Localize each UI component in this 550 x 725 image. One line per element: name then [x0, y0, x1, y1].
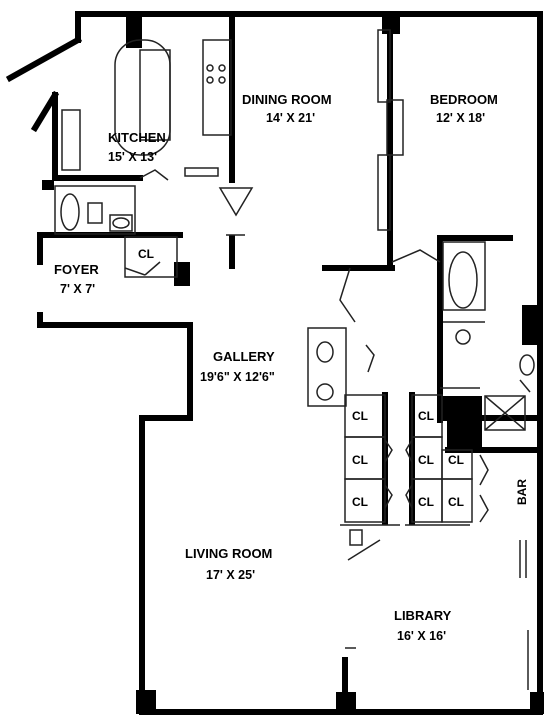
dining-window-1	[377, 29, 391, 103]
dining-room-dims: 14' X 21'	[266, 111, 315, 125]
closet-label-mid-1: CL	[418, 409, 434, 423]
dining-window-3	[377, 154, 391, 231]
wall-gallery-notch	[37, 312, 193, 421]
gallery-door-swing	[339, 267, 356, 323]
wall-entry-angle	[5, 35, 83, 133]
powder-room	[54, 185, 136, 235]
closet-label-foyer: CL	[138, 247, 154, 261]
closet-labels: CL CL CL CL CL CL CL CL CL CL	[138, 247, 471, 509]
closet-label-gallery-2: CL	[352, 453, 368, 467]
dining-door-swing	[218, 187, 254, 217]
kitchen-counter	[139, 49, 171, 141]
foyer-closet	[124, 236, 178, 278]
powder-tub	[60, 193, 80, 231]
closet-label-mid-3: CL	[418, 495, 434, 509]
living-room-name: LIVING ROOM	[185, 546, 272, 561]
bedroom-dims: 12' X 18'	[436, 111, 485, 125]
columns	[42, 12, 544, 714]
closet-label-mid-2: CL	[418, 453, 434, 467]
bath-tub	[448, 251, 478, 309]
dining-window-2	[386, 99, 404, 156]
closet-label-bath: CL	[455, 399, 471, 413]
closet-label-right-1: CL	[448, 453, 464, 467]
wall-kitchen-left	[52, 11, 81, 181]
bar-counter	[519, 540, 527, 578]
kitchen-dims: 15' X 13'	[108, 150, 157, 164]
kitchen-door-swing	[139, 167, 219, 181]
foyer-dims: 7' X 7'	[60, 282, 95, 296]
shaft-box	[484, 395, 526, 431]
kitchen-name: KITCHEN	[108, 130, 166, 145]
living-door-swing	[347, 529, 381, 561]
bedroom-name: BEDROOM	[430, 92, 498, 107]
kitchen-range	[202, 39, 232, 136]
closet-label-right-2: CL	[448, 495, 464, 509]
gallery-name: GALLERY	[213, 349, 275, 364]
gallery-dims: 19'6" X 12'6"	[200, 370, 275, 384]
library-dims: 16' X 16'	[397, 629, 446, 643]
room-labels: KITCHEN 15' X 13' DINING ROOM 14' X 21' …	[54, 92, 498, 643]
gallery-sink	[307, 327, 347, 407]
library-name: LIBRARY	[394, 608, 452, 623]
dining-room-name: DINING ROOM	[242, 92, 332, 107]
bar-label: BAR	[515, 479, 529, 505]
foyer-name: FOYER	[54, 262, 99, 277]
closet-label-gallery-3: CL	[352, 495, 368, 509]
living-room-dims: 17' X 25'	[206, 568, 255, 582]
fixtures	[54, 29, 535, 690]
bath-tub-area	[442, 241, 486, 311]
kitchen-fridge	[61, 109, 81, 171]
closet-label-gallery-1: CL	[352, 409, 368, 423]
